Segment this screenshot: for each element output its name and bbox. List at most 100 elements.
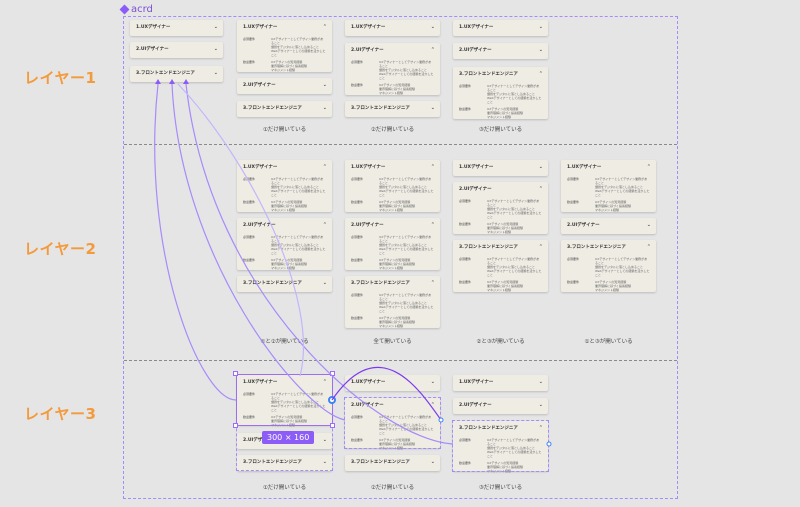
frame-label[interactable]: acrd xyxy=(119,4,153,15)
canvas-frame[interactable] xyxy=(123,16,678,499)
chevron-down-icon[interactable]: ⌄ xyxy=(322,104,327,111)
accordion-item-2[interactable]: 2.UIデザイナー⌄ xyxy=(453,43,548,59)
chevron-up-icon[interactable]: ⌃ xyxy=(430,163,435,170)
accordion-header[interactable]: 1.UXデザイナー⌃ xyxy=(345,160,440,174)
accordion-header[interactable]: 3.フロントエンドエンジニア⌃ xyxy=(453,240,548,254)
accordion-item-1[interactable]: 1.UXデザイナー⌄ xyxy=(453,160,548,176)
accordion-header[interactable]: 1.UXデザイナー⌄ xyxy=(345,20,440,34)
accordion-header[interactable]: 3.フロントエンドエンジニア⌄ xyxy=(345,101,440,115)
chevron-down-icon[interactable]: ⌄ xyxy=(430,378,435,385)
accordion-header[interactable]: 2.UIデザイナー⌃ xyxy=(237,218,332,232)
accordion-header[interactable]: 1.UXデザイナー⌄ xyxy=(453,20,548,34)
accordion-item-2[interactable]: 2.UIデザイナー⌄ xyxy=(237,78,332,94)
chevron-up-icon[interactable]: ⌃ xyxy=(430,221,435,228)
accordion-item-3[interactable]: 3.フロントエンドエンジニア⌄ xyxy=(345,101,440,117)
accordion-header[interactable]: 3.フロントエンドエンジニア⌄ xyxy=(237,455,332,469)
accordion-header[interactable]: 1.UXデザイナー⌄ xyxy=(453,160,548,174)
accordion-header[interactable]: 3.フロントエンドエンジニア⌄ xyxy=(345,455,440,469)
chevron-down-icon[interactable]: ⌄ xyxy=(538,46,543,53)
accordion-item-2[interactable]: 2.UIデザイナー⌄ xyxy=(561,218,656,234)
chevron-up-icon[interactable]: ⌃ xyxy=(430,46,435,53)
chevron-down-icon[interactable]: ⌄ xyxy=(538,23,543,30)
accordion-item-3[interactable]: 3.フロントエンドエンジニア⌄ xyxy=(237,101,332,117)
accordion-header[interactable]: 3.フロントエンドエンジニア⌄ xyxy=(130,66,223,80)
accordion-header[interactable]: 3.フロントエンドエンジニア⌄ xyxy=(237,101,332,115)
accordion-header[interactable]: 2.UIデザイナー⌄ xyxy=(561,218,656,232)
chevron-up-icon[interactable]: ⌃ xyxy=(538,185,543,192)
accordion-header[interactable]: 2.UIデザイナー⌄ xyxy=(237,433,332,447)
chevron-up-icon[interactable]: ⌃ xyxy=(646,163,651,170)
chevron-down-icon[interactable]: ⌄ xyxy=(322,436,327,443)
chevron-down-icon[interactable]: ⌄ xyxy=(538,163,543,170)
accordion-item-3[interactable]: 3.フロントエンドエンジニア⌄ xyxy=(237,276,332,292)
accordion-header[interactable]: 1.UXデザイナー⌄ xyxy=(345,375,440,389)
chevron-up-icon[interactable]: ⌃ xyxy=(646,243,651,250)
accordion-item-1[interactable]: 1.UXデザイナー⌄ xyxy=(130,20,223,36)
accordion-header[interactable]: 2.UIデザイナー⌄ xyxy=(453,43,548,57)
accordion-header[interactable]: 3.フロントエンドエンジニア⌄ xyxy=(237,276,332,290)
accordion-header[interactable]: 3.フロントエンドエンジニア⌃ xyxy=(453,67,548,81)
accordion-header[interactable]: 1.UXデザイナー⌃ xyxy=(237,20,332,34)
accordion-header[interactable]: 3.フロントエンドエンジニア⌃ xyxy=(561,240,656,254)
resize-handle-tl[interactable] xyxy=(233,371,238,376)
accordion-item-3[interactable]: 3.フロントエンドエンジニア⌄ xyxy=(345,455,440,471)
accordion-item-3[interactable]: 3.フロントエンドエンジニア⌄ xyxy=(237,455,332,471)
accordion-header[interactable]: 2.UIデザイナー⌃ xyxy=(453,182,548,196)
accordion-header[interactable]: 2.UIデザイナー⌃ xyxy=(345,218,440,232)
accordion-item-1[interactable]: 1.UXデザイナー⌄ xyxy=(345,20,440,36)
accordion-header[interactable]: 2.UIデザイナー⌄ xyxy=(130,42,223,56)
chevron-up-icon[interactable]: ⌃ xyxy=(538,243,543,250)
accordion-header[interactable]: 2.UIデザイナー⌄ xyxy=(453,398,548,412)
chevron-down-icon[interactable]: ⌄ xyxy=(430,23,435,30)
resize-handle-bl[interactable] xyxy=(233,423,238,428)
chevron-up-icon[interactable]: ⌃ xyxy=(430,401,435,408)
accordion-header[interactable]: 3.フロントエンドエンジニア⌃ xyxy=(453,421,548,435)
accordion-header[interactable]: 1.UXデザイナー⌃ xyxy=(237,160,332,174)
accordion-item-2[interactable]: 2.UIデザイナー⌄ xyxy=(130,42,223,58)
accordion-item-1[interactable]: 1.UXデザイナー⌄ xyxy=(345,375,440,391)
accordion-item-2[interactable]: 2.UIデザイナー⌄ xyxy=(453,398,548,414)
accordion-header[interactable]: 2.UIデザイナー⌄ xyxy=(237,78,332,92)
chevron-up-icon[interactable]: ⌃ xyxy=(322,163,327,170)
chevron-up-icon[interactable]: ⌃ xyxy=(538,70,543,77)
chevron-down-icon[interactable]: ⌄ xyxy=(430,104,435,111)
chevron-up-icon[interactable]: ⌃ xyxy=(430,279,435,286)
chevron-down-icon[interactable]: ⌄ xyxy=(646,221,651,228)
accordion-header[interactable]: 1.UXデザイナー⌃ xyxy=(561,160,656,174)
chevron-down-icon[interactable]: ⌄ xyxy=(213,69,218,76)
chevron-up-icon[interactable]: ⌃ xyxy=(538,424,543,431)
accordion-item-3[interactable]: 3.フロントエンドエンジニア⌄ xyxy=(130,66,223,82)
chevron-up-icon[interactable]: ⌃ xyxy=(322,23,327,30)
accordion-header[interactable]: 2.UIデザイナー⌃ xyxy=(345,43,440,57)
chevron-down-icon[interactable]: ⌄ xyxy=(213,45,218,52)
chevron-up-icon[interactable]: ⌃ xyxy=(322,221,327,228)
accordion-header[interactable]: 3.フロントエンドエンジニア⌃ xyxy=(345,276,440,290)
chevron-down-icon[interactable]: ⌄ xyxy=(213,23,218,30)
accordion-header[interactable]: 1.UXデザイナー⌃ xyxy=(237,375,332,389)
chevron-down-icon[interactable]: ⌄ xyxy=(322,279,327,286)
resize-handle-br[interactable] xyxy=(330,423,335,428)
chevron-down-icon[interactable]: ⌄ xyxy=(430,458,435,465)
accordion-header[interactable]: 1.UXデザイナー⌄ xyxy=(130,20,223,34)
accordion-item-1[interactable]: 1.UXデザイナー⌄ xyxy=(453,20,548,36)
chevron-down-icon[interactable]: ⌄ xyxy=(322,458,327,465)
chevron-down-icon[interactable]: ⌄ xyxy=(322,81,327,88)
chevron-up-icon[interactable]: ⌃ xyxy=(322,378,327,385)
chevron-down-icon[interactable]: ⌄ xyxy=(538,378,543,385)
accordion-item-1[interactable]: 1.UXデザイナー⌄ xyxy=(453,375,548,391)
chevron-down-icon[interactable]: ⌄ xyxy=(538,401,543,408)
accordion-header[interactable]: 1.UXデザイナー⌄ xyxy=(453,375,548,389)
